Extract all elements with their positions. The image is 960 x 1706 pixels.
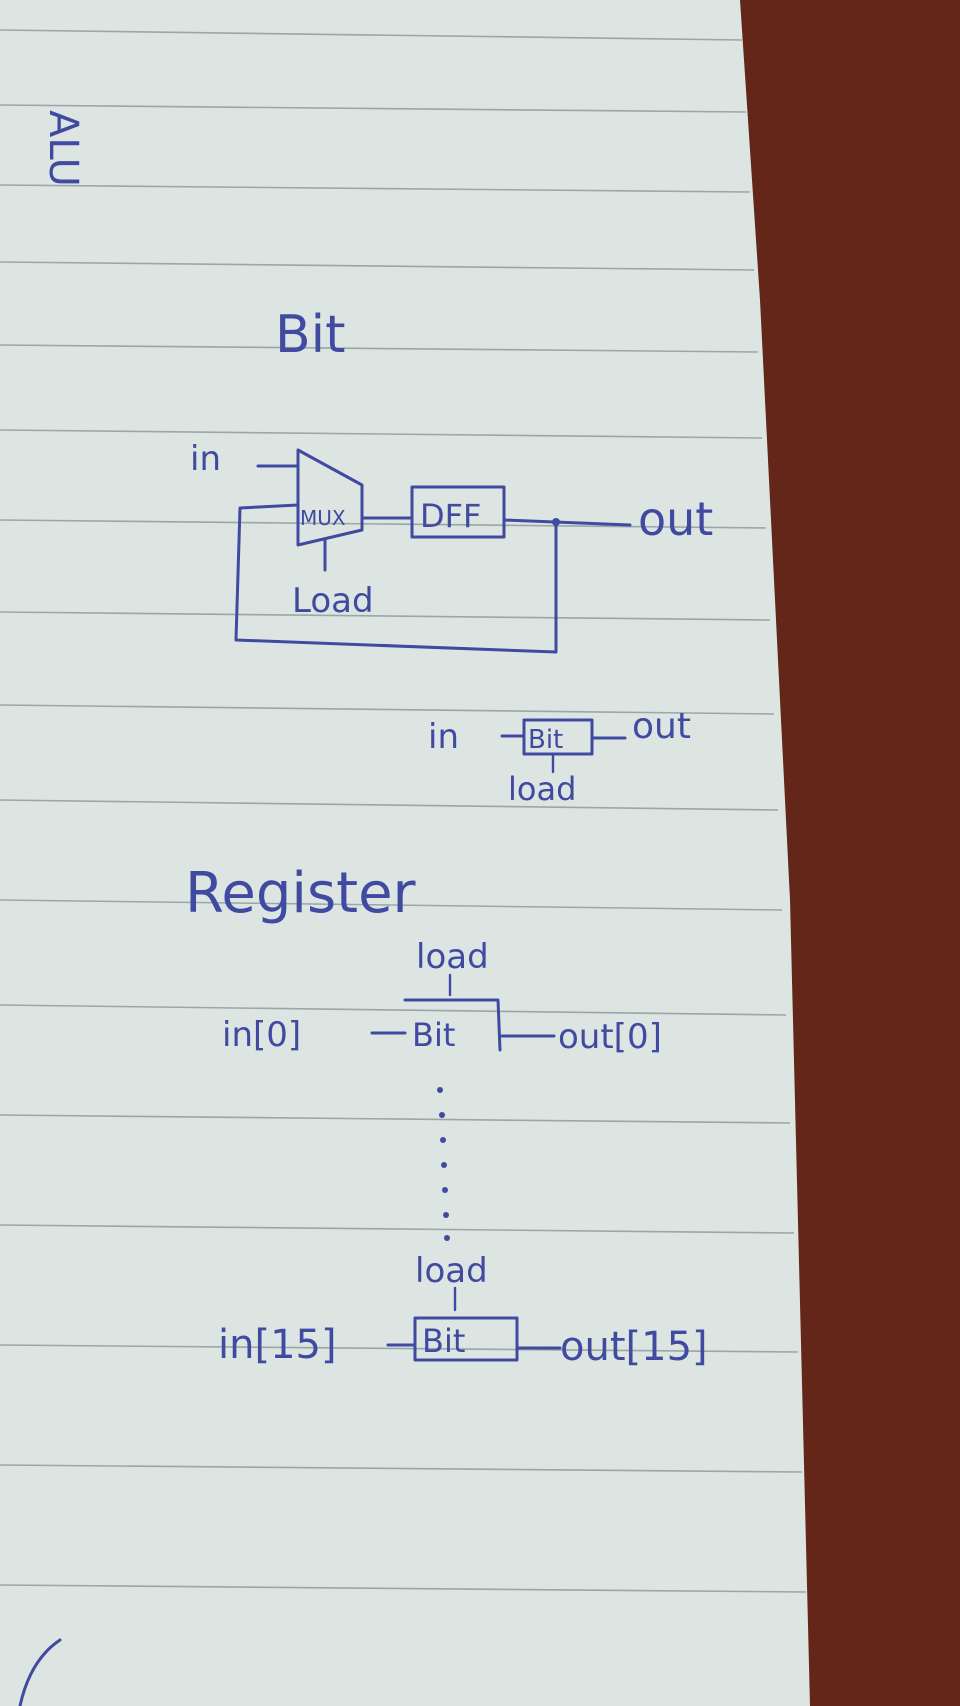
bit-input-label: in — [190, 439, 221, 479]
bit-symbol: in Bit out load — [428, 706, 691, 808]
bit-output-label: out — [638, 492, 713, 546]
feedback-wire — [234, 503, 558, 654]
bit-symbol-load-label: load — [508, 770, 576, 808]
register-row-last-input-label: in[15] — [218, 1322, 337, 1368]
paper-sheet — [0, 0, 810, 1706]
mux-label: MUX — [300, 506, 346, 530]
bit-symbol-input-label: in — [428, 717, 459, 757]
dff-label: DFF — [420, 497, 481, 535]
ruled-lines — [0, 29, 807, 1593]
register-row-first: load in[0] Bit out[0] — [222, 937, 662, 1057]
register-row-first-load-label: load — [416, 937, 489, 977]
ellipsis-dots — [437, 1087, 450, 1241]
bit-symbol-box-label: Bit — [528, 725, 563, 755]
register-row-last-bit-box — [413, 1316, 519, 1362]
bit-symbol-output-label: out — [632, 706, 691, 747]
register-row-first-input-label: in[0] — [222, 1015, 301, 1055]
bit-output-wire — [502, 518, 632, 527]
register-row-last-output-label: out[15] — [560, 1324, 708, 1370]
dff-block — [410, 485, 506, 539]
margin-note: ALU — [40, 110, 86, 187]
bit-circuit: in MUX Load DFF out — [190, 439, 713, 654]
register-row-last-load-label: load — [415, 1251, 488, 1291]
register-row-first-bit-box — [403, 998, 502, 1052]
register-title: Register — [185, 861, 417, 926]
bit-title: Bit — [275, 305, 346, 365]
mux-block — [296, 448, 364, 547]
register-row-first-output-label: out[0] — [558, 1017, 662, 1057]
register-row-last-box-label: Bit — [422, 1322, 465, 1360]
register-row-first-box-label: Bit — [412, 1016, 455, 1054]
mux-select-label: Load — [292, 581, 374, 621]
register-row-last: load in[15] Bit out[15] — [218, 1251, 708, 1370]
stray-pen-mark — [18, 1638, 62, 1706]
